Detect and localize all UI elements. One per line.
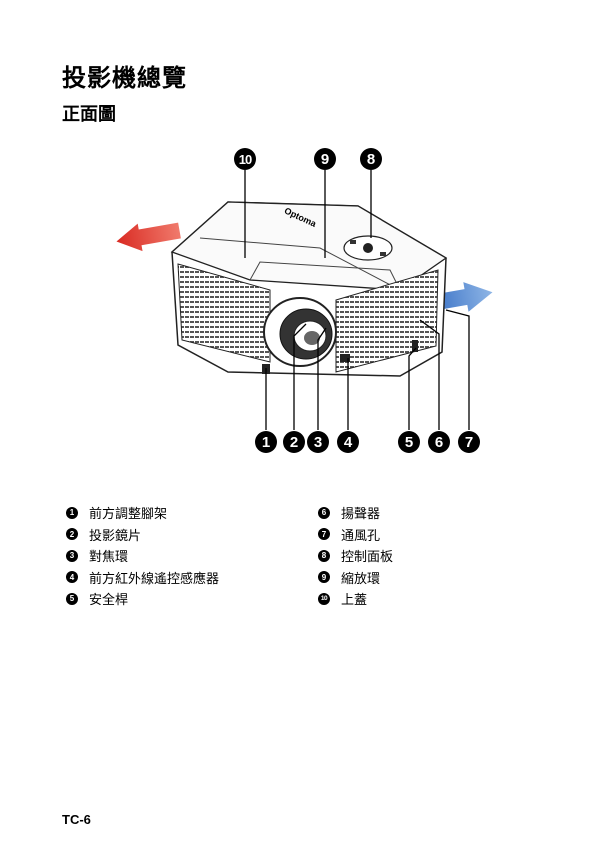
number-bullet-icon: 8 (318, 549, 330, 562)
section-subtitle: 正面圖 (62, 104, 116, 125)
callout-5: 5 (398, 431, 420, 453)
callout-7: 7 (458, 431, 480, 453)
legend-label: 控制面板 (341, 550, 394, 566)
callout-2: 2 (283, 431, 305, 453)
projection-lens-icon (263, 297, 337, 367)
legend-label: 揚聲器 (341, 507, 381, 523)
number-bullet-icon: 10 (318, 592, 330, 605)
number-bullet-icon: 9 (318, 571, 330, 584)
legend-item: 7 通風孔 (318, 524, 393, 546)
security-bar-icon (412, 340, 418, 352)
number-bullet-icon: 1 (66, 506, 78, 519)
ir-sensor-icon (340, 354, 350, 362)
legend-label: 通風孔 (341, 528, 381, 544)
number-bullet-icon: 6 (318, 506, 330, 519)
callout-6: 6 (428, 431, 450, 453)
number-bullet-icon: 2 (66, 528, 78, 541)
callout-3: 3 (307, 431, 329, 453)
page-number: TC-6 (62, 812, 91, 827)
legend-right: 6 揚聲器 7 通風孔 8 控制面板 9 縮放環 10 上蓋 (318, 502, 393, 610)
legend-item: 9 縮放環 (318, 567, 393, 589)
callout-9: 9 (314, 148, 336, 170)
control-panel-icon (343, 235, 393, 261)
callout-1: 1 (255, 431, 277, 453)
legend-label: 前方調整腳架 (89, 507, 168, 523)
intake-arrow-icon (431, 282, 493, 312)
legend-label: 前方紅外線遙控感應器 (89, 571, 220, 587)
legend-item: 5 安全桿 (66, 588, 219, 610)
legend-item: 2 投影鏡片 (66, 524, 219, 546)
callout-4: 4 (337, 431, 359, 453)
legend-item: 1 前方調整腳架 (66, 502, 219, 524)
legend-item: 6 揚聲器 (318, 502, 393, 524)
legend-label: 投影鏡片 (89, 528, 142, 544)
legend-label: 縮放環 (341, 571, 381, 587)
callout-10: 10 (234, 148, 256, 170)
legend-item: 10 上蓋 (318, 588, 393, 610)
left-vent-grill (177, 263, 271, 363)
legend-label: 上蓋 (341, 593, 368, 609)
projector-diagram: Optoma (100, 140, 500, 470)
number-bullet-icon: 4 (66, 571, 78, 584)
callout-8: 8 (360, 148, 382, 170)
legend-item: 8 控制面板 (318, 545, 393, 567)
number-bullet-icon: 5 (66, 592, 78, 605)
leader-lines (244, 170, 470, 430)
legend-left: 1 前方調整腳架 2 投影鏡片 3 對焦環 4 前方紅外線遙控感應器 5 安全桿 (66, 502, 219, 610)
legend-label: 安全桿 (89, 593, 129, 609)
legend-label: 對焦環 (89, 550, 129, 566)
projector-illustration: Optoma (116, 170, 493, 430)
page-title: 投影機總覽 (62, 64, 187, 92)
legend-item: 3 對焦環 (66, 545, 219, 567)
exhaust-arrow-icon (116, 222, 181, 252)
number-bullet-icon: 7 (318, 528, 330, 541)
legend-item: 4 前方紅外線遙控感應器 (66, 567, 219, 589)
number-bullet-icon: 3 (66, 549, 78, 562)
